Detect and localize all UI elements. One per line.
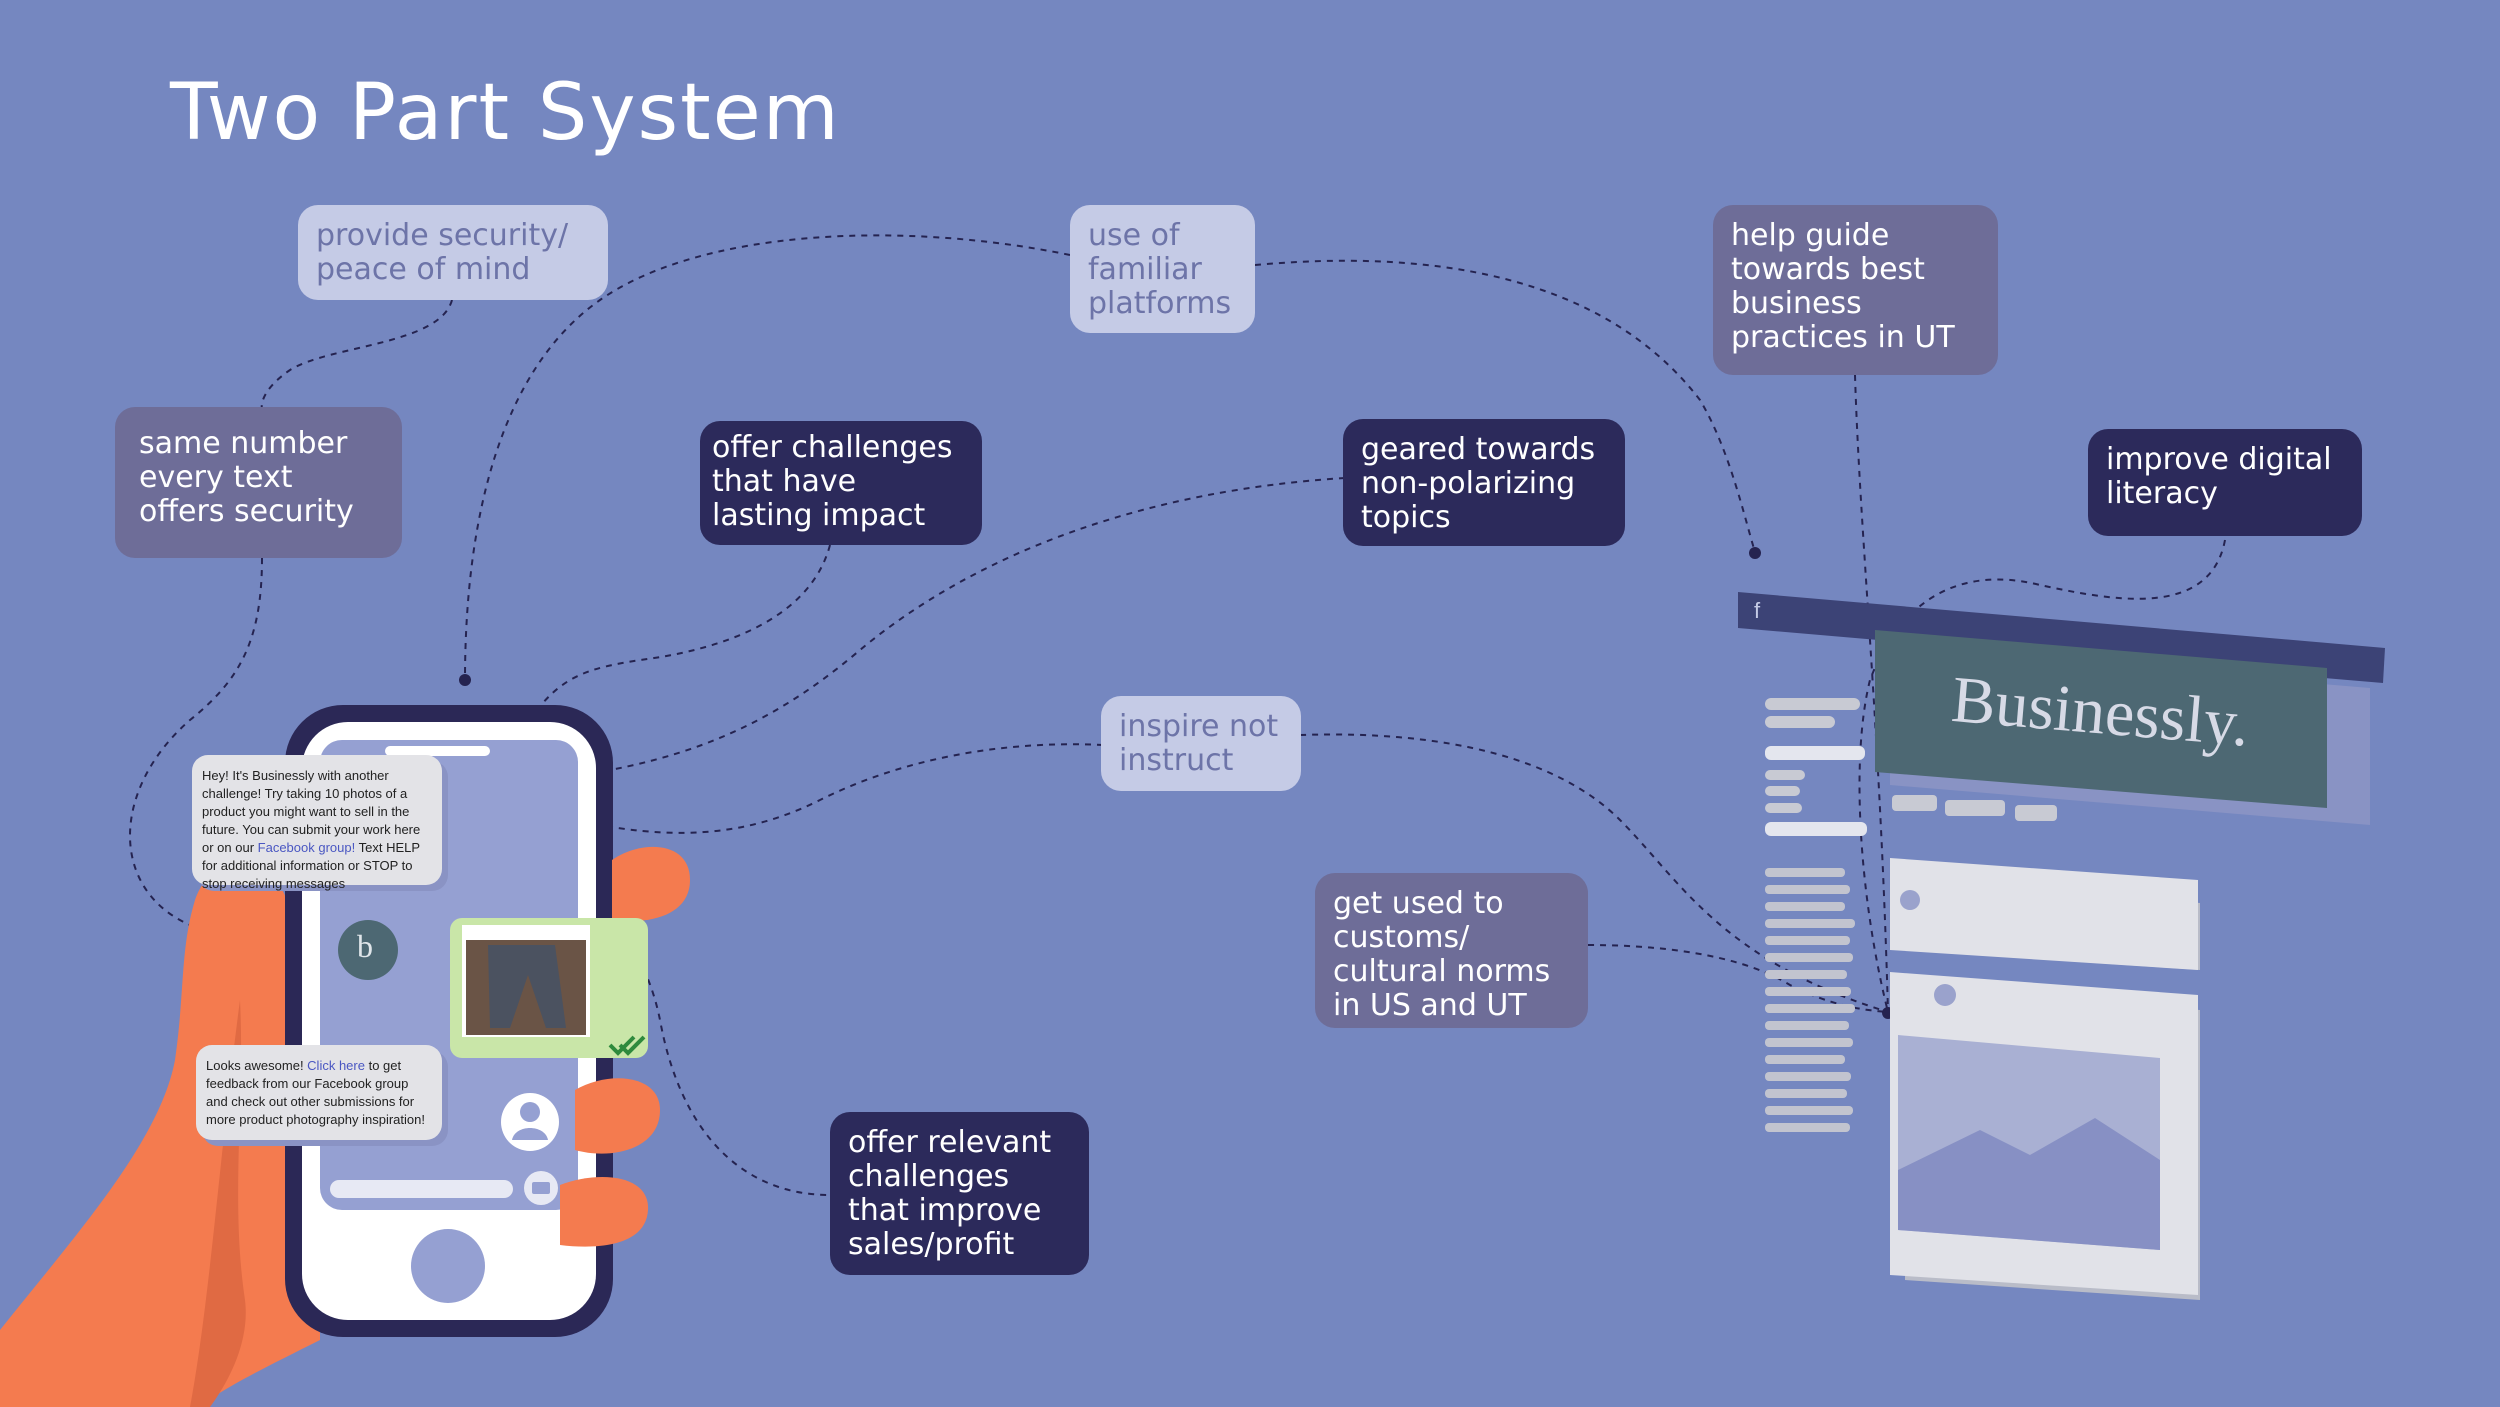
fb-sidebar-item	[1765, 746, 1865, 760]
message-text: Hey! It's Businessly with another challe…	[202, 768, 421, 855]
text-input-bar	[330, 1180, 513, 1198]
facebook-logo: f	[1754, 598, 1761, 623]
message-text: Text HELP for additional information or …	[202, 840, 420, 891]
page-title: Two Part System	[170, 68, 841, 158]
phone-speaker	[385, 746, 490, 756]
fb-post-image-mountains	[1898, 1118, 2160, 1250]
node-customs-norms: get used to customs/ cultural norms in U…	[1315, 873, 1588, 1028]
user-avatar-head	[520, 1102, 540, 1122]
node-provide-security: provide security/ peace of mind	[298, 205, 608, 300]
fb-sidebar-item	[1765, 822, 1867, 836]
user-avatar-body	[512, 1128, 548, 1140]
fb-nav-tab	[1945, 800, 2005, 816]
connector-digital-facebook	[1858, 539, 2226, 1013]
phone-home-button	[411, 1229, 485, 1303]
message-text: Looks awesome!	[206, 1058, 308, 1073]
camera-icon	[532, 1182, 550, 1194]
connector-customs-facebook	[1587, 944, 1889, 1013]
feedback-message-bubble: Looks awesome! Click here to get feedbac…	[196, 1045, 442, 1140]
connector-security-samenumber	[260, 299, 453, 411]
fb-post-avatar	[1900, 890, 1920, 910]
fb-sidebar-item	[1765, 716, 1835, 728]
facebook-group-link[interactable]: Facebook group!	[257, 840, 356, 855]
node-same-number: same number every text offers security	[115, 407, 402, 558]
connector-impact-phone	[529, 544, 831, 721]
message-text: to get feedback from our Facebook group …	[206, 1058, 425, 1127]
challenge-message-bubble: Hey! It's Businessly with another challe…	[192, 755, 442, 891]
node-non-polarizing: geared towards non-polarizing topics	[1343, 419, 1625, 546]
fb-sidebar-item	[1765, 803, 1802, 813]
fb-sidebar-item	[1765, 786, 1800, 796]
finger	[612, 846, 690, 922]
fb-nav-tab	[2015, 805, 2057, 821]
node-familiar-platforms: use of familiar platforms	[1070, 205, 1255, 333]
fb-post-avatar	[1934, 984, 1956, 1006]
node-digital-literacy: improve digital literacy	[2088, 429, 2362, 536]
node-relevant-challenges: offer relevant challenges that improve s…	[830, 1112, 1089, 1275]
connector-guide-facebook	[1854, 374, 1889, 1013]
finger	[575, 1078, 660, 1154]
connector-dot	[459, 674, 471, 686]
pants-shape	[488, 945, 566, 1028]
node-best-practices: help guide towards best business practic…	[1713, 205, 1998, 375]
read-check-icon	[608, 1035, 646, 1056]
brand-avatar-letter: b	[357, 928, 373, 964]
node-lasting-impact: offer challenges that have lasting impac…	[700, 421, 982, 545]
fb-sidebar-item	[1765, 698, 1860, 710]
connector-familiar-phone	[464, 234, 1071, 681]
node-inspire-not-instruct: inspire not instruct	[1101, 696, 1301, 791]
finger	[560, 1177, 649, 1247]
connector-inspire-phone	[469, 743, 1104, 834]
connector-dot	[1749, 547, 1761, 559]
fb-nav-tab	[1892, 795, 1937, 811]
connector-nonpolar-phone	[479, 477, 1346, 786]
connector-inspire-facebook	[1299, 733, 1889, 1013]
fb-post-1	[1890, 858, 2198, 970]
fb-sidebar-item	[1765, 770, 1805, 780]
fb-brand-banner	[1875, 630, 2327, 808]
connector-familiar-facebook	[1254, 259, 1756, 553]
brand-avatar	[338, 920, 398, 980]
click-here-link[interactable]: Click here	[307, 1058, 365, 1073]
